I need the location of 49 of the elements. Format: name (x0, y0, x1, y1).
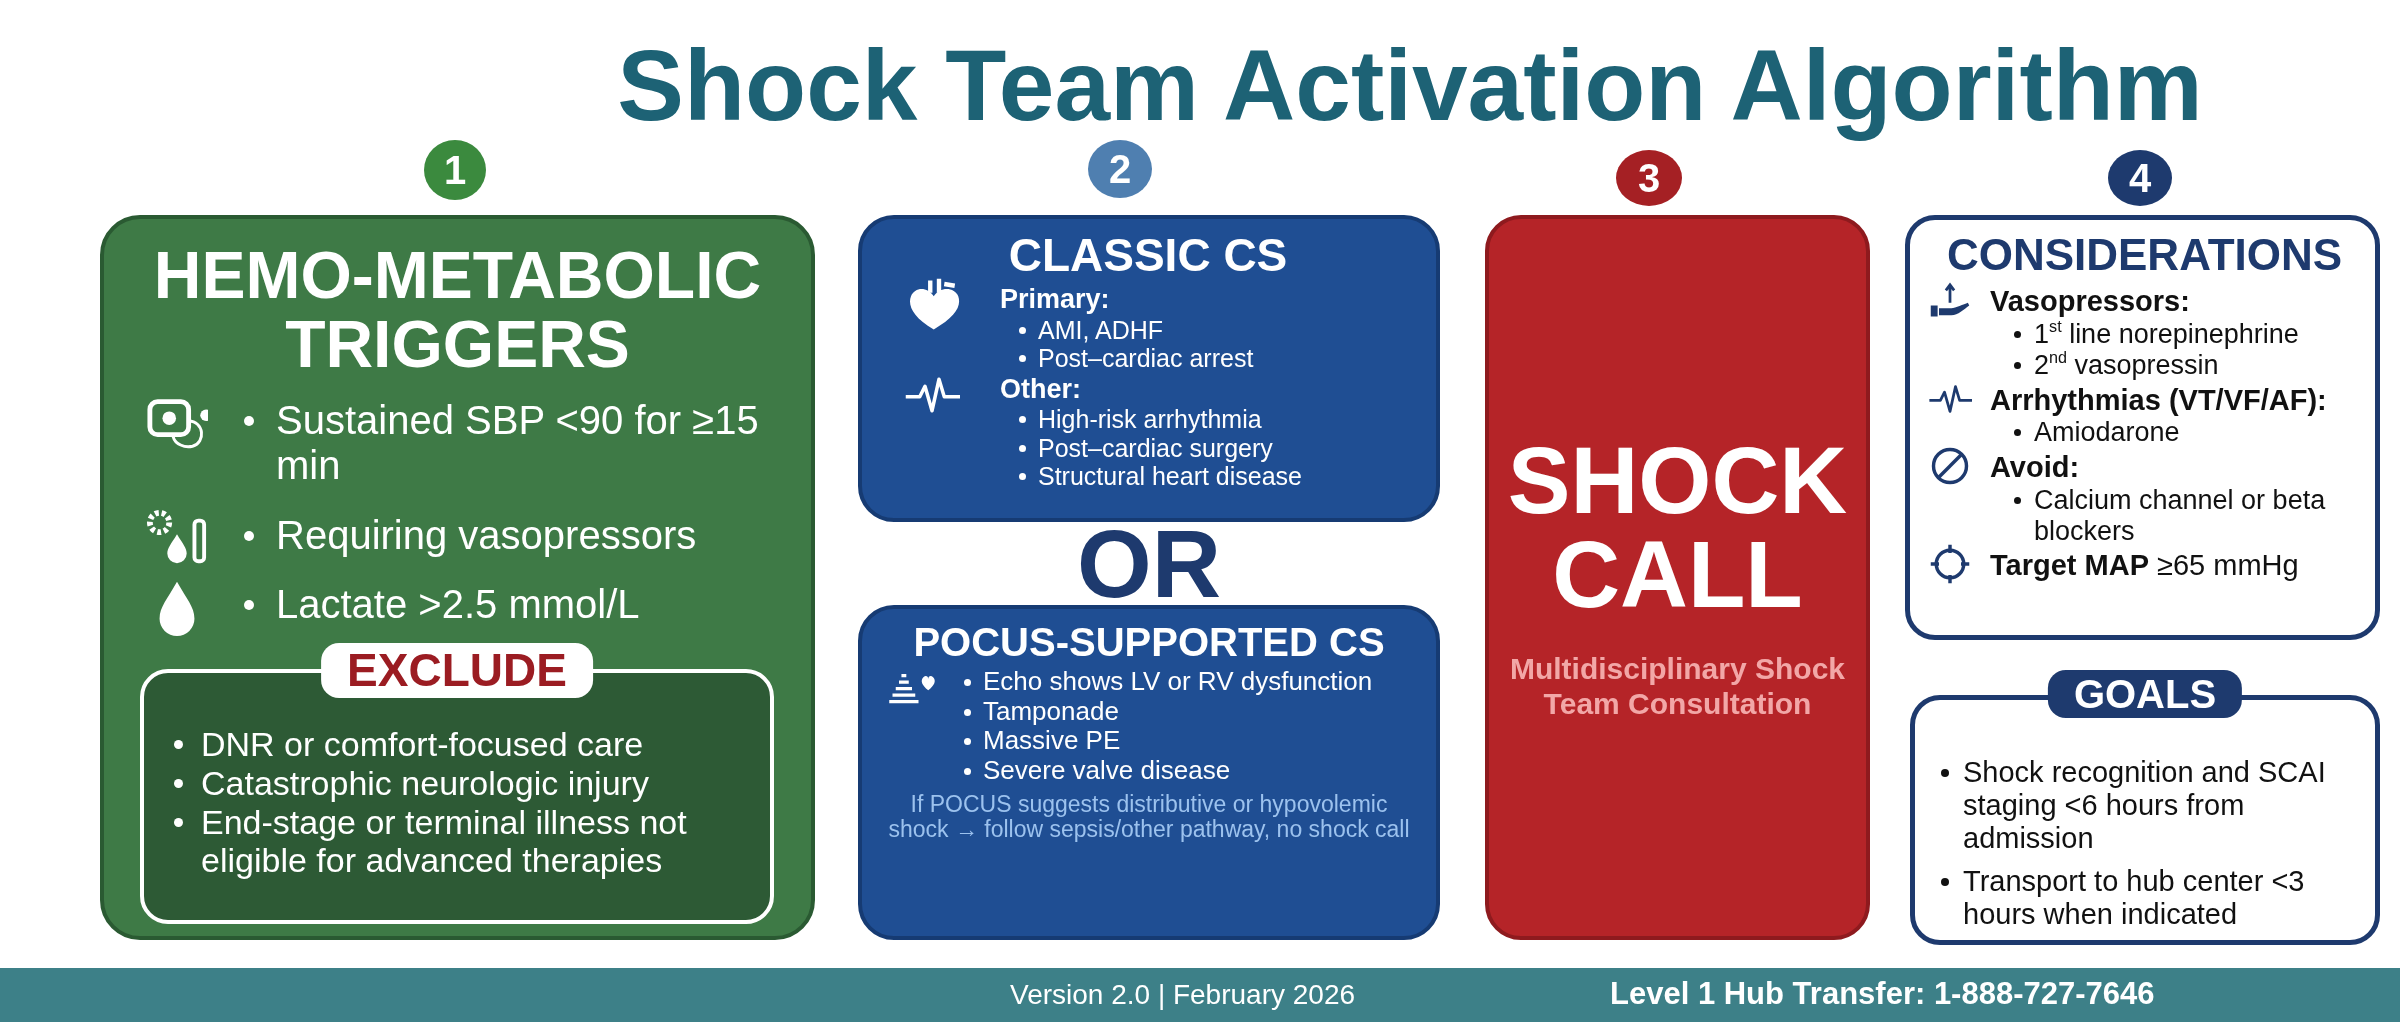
step-number-badge: 1 (424, 140, 486, 200)
step-number-badge: 3 (1616, 150, 1682, 206)
panel-card (100, 215, 815, 940)
panel-heading: CONSIDERATIONS (1945, 232, 2344, 279)
subheading: Other: (1000, 372, 1082, 406)
page-title: Shock Team Activation Algorithm (616, 30, 2204, 140)
bullet-text: Massive PE (983, 726, 1122, 756)
heading-tab: EXCLUDE (321, 643, 593, 698)
subheading: Arrhythmias (VT/VF/AF): (1990, 382, 2328, 418)
target-text: Target MAP ≥65 mmHg (1990, 548, 2300, 584)
panel-heading: CLASSIC CS (1007, 231, 1289, 280)
connector-word: OR (1076, 522, 1222, 606)
panel-card (858, 215, 1440, 522)
bullet-text: Severe valve disease (983, 755, 1232, 786)
bullet-text: Sustained SBP <90 for ≥15 min (276, 397, 760, 489)
bullet-text: Amiodarone (2034, 417, 2181, 449)
bullet-text: Structural heart disease (1038, 462, 1304, 491)
panel-card (858, 605, 1440, 940)
subheading: Primary: (1000, 283, 1111, 316)
bullet-text: Calcium channel or beta blockers (2034, 484, 2327, 547)
panel-card (1485, 215, 1870, 940)
bullet-text: Shock recognition and SCAI staging <6 hours from admission (1963, 756, 2327, 856)
panel-heading: POCUS-SUPPORTED CS (912, 621, 1386, 663)
bullet-text: DNR or comfort-focused care (201, 725, 645, 764)
bullet-text: Post–cardiac surgery (1038, 433, 1274, 463)
subheading: Vasopressors: (1990, 284, 2191, 319)
call-heading: SHOCK CALL (1506, 434, 1849, 622)
bullet-text: Transport to hub center <3 hours when indicated (1963, 865, 2306, 932)
bullet-text: AMI, ADHF (1038, 315, 1164, 345)
bullet-text: Echo shows LV or RV dysfunction (983, 667, 1374, 697)
subheading: Avoid: (1990, 450, 2081, 485)
subtitle-text: Multidisciplinary Shock Team Consultation (1508, 652, 1847, 721)
bullet-text: Catastrophic neurologic injury (201, 763, 650, 803)
phone-number-text: Level 1 Hub Transfer: 1-888-727-7646 (1610, 976, 2156, 1012)
step-number-badge: 2 (1088, 140, 1152, 198)
panel-card (1905, 215, 2380, 640)
bullet-text: Tamponade (983, 696, 1120, 727)
note-text: If POCUS suggests distributive or hypovolemic shock → follow sepsis/other pathway, no shock call (887, 791, 1411, 843)
bullet-text: Lactate >2.5 mmol/L (276, 582, 641, 628)
step-number-badge: 4 (2108, 150, 2172, 206)
heading-tab: GOALS (2047, 670, 2243, 718)
bullet-text: Post–cardiac arrest (1038, 344, 1255, 373)
version-text: Version 2.0 | February 2026 (1010, 978, 1357, 1012)
panel-heading: HEMO-METABOLIC TRIGGERS (152, 241, 763, 380)
bullet-text: Requiring vasopressors (276, 512, 698, 559)
bullet-text: High-risk arrhythmia (1038, 405, 1263, 434)
bullet-text: End-stage or terminal illness not eligible for advanced therapies (201, 802, 688, 880)
bullet-text: 2$^{nd}$ vasopressin (2034, 349, 2219, 381)
bullet-text: 1$^{st}$ line norepinephrine (2034, 319, 2300, 350)
